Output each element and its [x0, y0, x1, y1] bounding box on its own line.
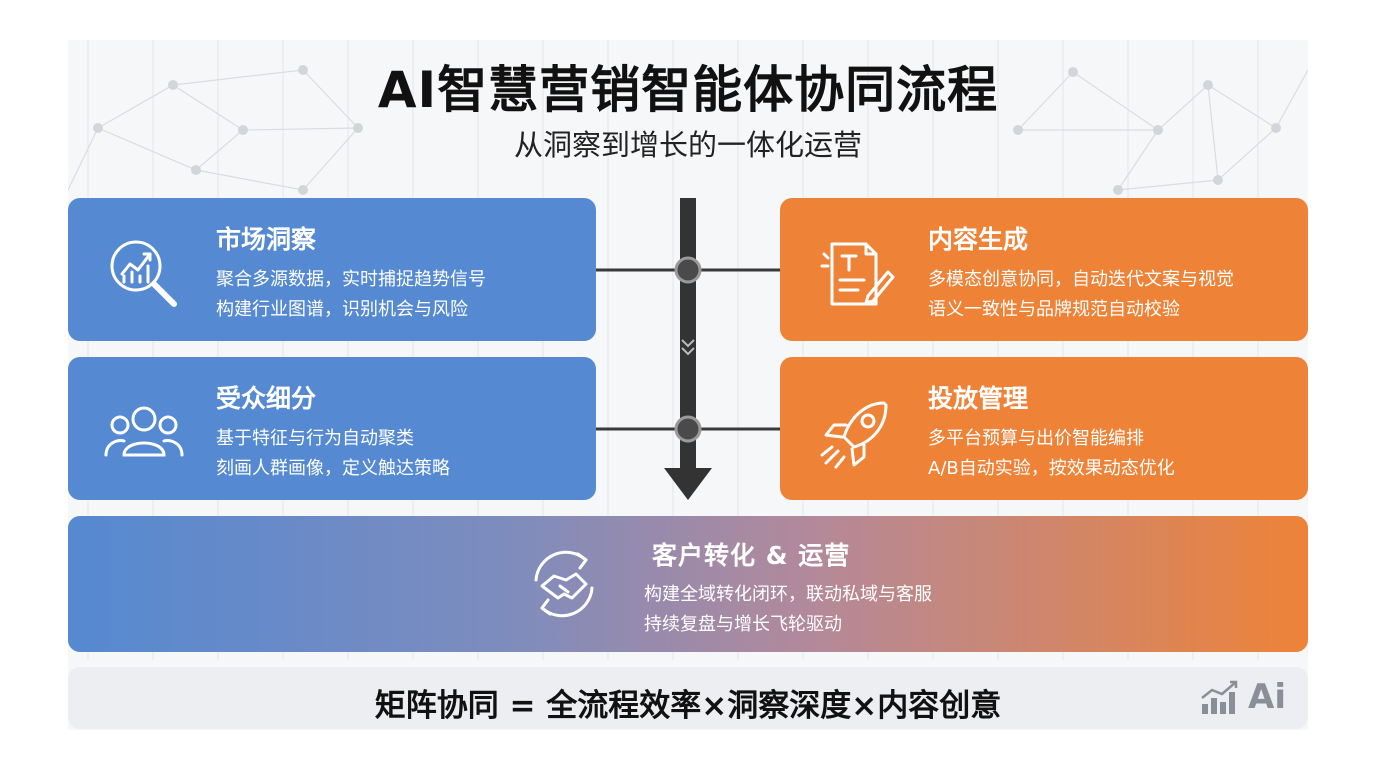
stage-desc-line-2: 构建行业图谱，识别机会与风险	[216, 299, 468, 320]
stage-desc-line-2: 语义一致性与品牌规范自动校验	[928, 299, 1180, 320]
flow-connector	[596, 198, 780, 500]
stage-title: 内容生成	[928, 225, 1029, 254]
stage-desc-line-2: A/B自动实验，按效果动态优化	[928, 458, 1175, 479]
stage-desc-line-2: 持续复盘与增长飞轮驱动	[644, 614, 842, 635]
document-pen-icon	[820, 242, 895, 306]
stage-content-generation: 内容生成 多模态创意协同，自动迭代文案与视觉 语义一致性与品牌规范自动校验	[780, 198, 1308, 341]
stage-desc-line-2: 刻画人群画像，定义触达策略	[216, 458, 450, 479]
stage-desc-line-1: 聚合多源数据，实时捕捉趋势信号	[216, 269, 486, 290]
stage-market-insight: 市场洞察 聚合多源数据，实时捕捉趋势信号 构建行业图谱，识别机会与风险	[68, 198, 596, 341]
ai-logo-text: Ai	[1248, 677, 1286, 717]
stage-title: 客户转化 & 运营	[652, 541, 851, 570]
people-group-icon	[104, 406, 184, 457]
handshake-cycle-icon	[534, 550, 594, 618]
stage-desc-line-1: 多平台预算与出价智能编排	[928, 428, 1144, 449]
stage-desc-line-1: 构建全域转化闭环，联动私域与客服	[644, 584, 932, 605]
formula-bar	[68, 667, 1308, 729]
stage-desc-line-1: 多模态创意协同，自动迭代文案与视觉	[928, 269, 1234, 290]
magnifier-chart-icon	[110, 240, 177, 307]
stage-customer-conversion: 客户转化 & 运营 构建全域转化闭环，联动私域与客服 持续复盘与增长飞轮驱动	[68, 516, 1308, 652]
page-subtitle: 从洞察到增长的一体化运营	[513, 128, 862, 162]
stage-title: 投放管理	[928, 384, 1029, 413]
stage-title: 受众细分	[216, 384, 317, 413]
stage-delivery-management: 投放管理 多平台预算与出价智能编排 A/B自动实验，按效果动态优化	[780, 357, 1308, 500]
page-title: AI智慧营销智能体协同流程	[377, 61, 999, 119]
stage-title: 市场洞察	[216, 225, 317, 254]
rocket-icon	[820, 401, 888, 469]
stage-audience-segmentation: 受众细分 基于特征与行为自动聚类 刻画人群画像，定义触达策略	[68, 357, 596, 500]
stage-desc-line-1: 基于特征与行为自动聚类	[216, 428, 414, 449]
bar-growth-icon	[1201, 680, 1238, 714]
formula-text: 矩阵协同 = 全流程效率×洞察深度×内容创意	[374, 688, 1002, 724]
